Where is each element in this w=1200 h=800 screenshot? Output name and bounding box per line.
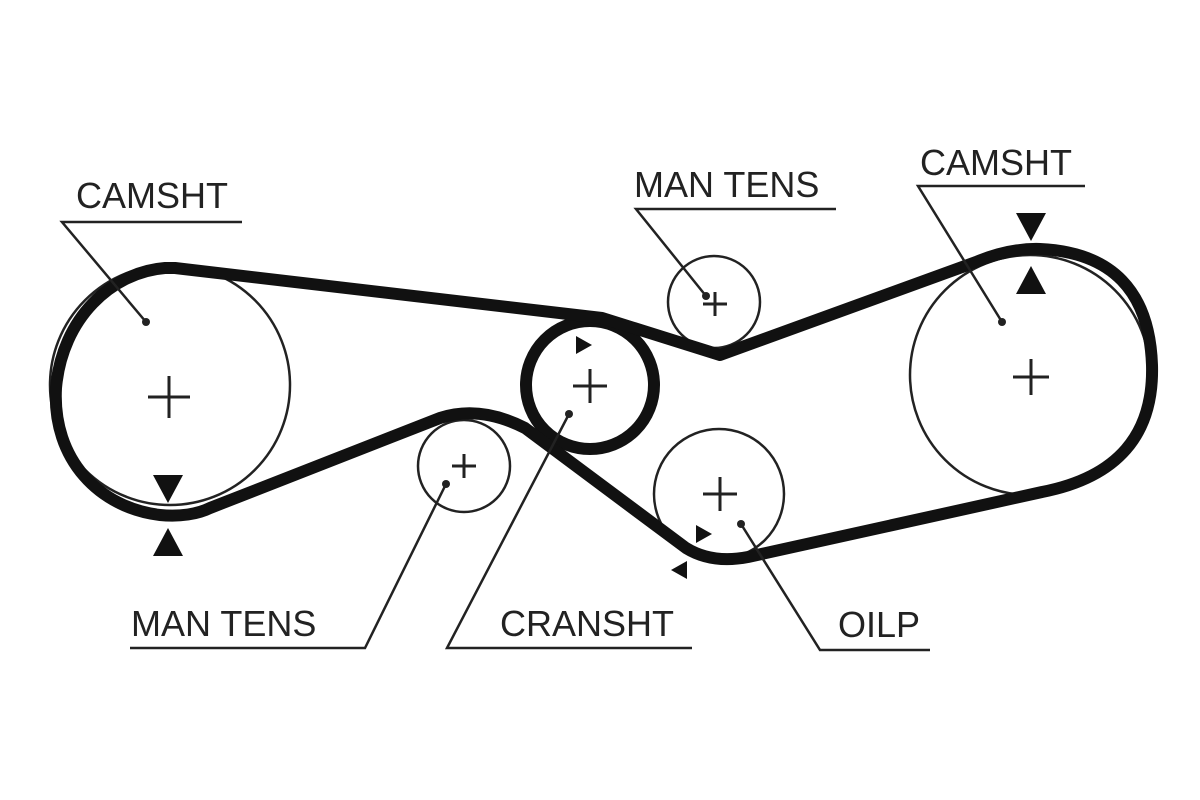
leader-dot-crankshaft <box>565 410 573 418</box>
belt-main-loop <box>49 242 1159 566</box>
camshaft-left-center-icon <box>148 376 190 418</box>
oil-pump-center-icon <box>703 477 737 511</box>
tensioner-lower-center-icon <box>452 454 476 478</box>
leader-dot-tensioner-lower <box>442 480 450 488</box>
timing-mark-oil-pump-icon <box>696 525 712 543</box>
leader-line-crankshaft <box>444 413 692 650</box>
label-camshaft-right: CAMSHT <box>920 142 1072 183</box>
label-tensioner-upper: MAN TENS <box>634 164 819 205</box>
timing-mark-oil-pump-housing-icon <box>671 561 687 579</box>
leader-line-tensioner-upper <box>633 207 836 297</box>
crankshaft-center-icon <box>573 369 607 403</box>
timing-belt <box>49 242 1159 566</box>
label-oil-pump: OILP <box>838 604 920 645</box>
timing-mark-camshaft-left-bottom-icon <box>153 528 183 556</box>
timing-mark-camshaft-left-top-icon <box>153 475 183 503</box>
leader-line-camshaft-right <box>915 184 1085 323</box>
camshaft-right-center-icon <box>1013 359 1049 395</box>
timing-mark-crankshaft-icon <box>576 336 592 354</box>
label-camshaft-left: CAMSHT <box>76 175 228 216</box>
leader-dot-tensioner-upper <box>702 292 710 300</box>
label-crankshaft: CRANSHT <box>500 603 674 644</box>
tensioner-pulley-lower <box>416 418 512 514</box>
leader-dot-camshaft-right <box>998 318 1006 326</box>
leader-line-camshaft-left <box>59 220 242 323</box>
leader-dot-oil-pump <box>737 520 745 528</box>
timing-mark-camshaft-right-top-icon <box>1016 213 1046 241</box>
leader-dot-camshaft-left <box>142 318 150 326</box>
timing-mark-camshaft-right-bottom-icon <box>1016 266 1046 294</box>
tensioner-upper-center-icon <box>703 292 727 316</box>
leader-line-tensioner-lower <box>130 483 448 650</box>
leader-line-oil-pump <box>739 523 930 652</box>
label-tensioner-lower: MAN TENS <box>131 603 316 644</box>
